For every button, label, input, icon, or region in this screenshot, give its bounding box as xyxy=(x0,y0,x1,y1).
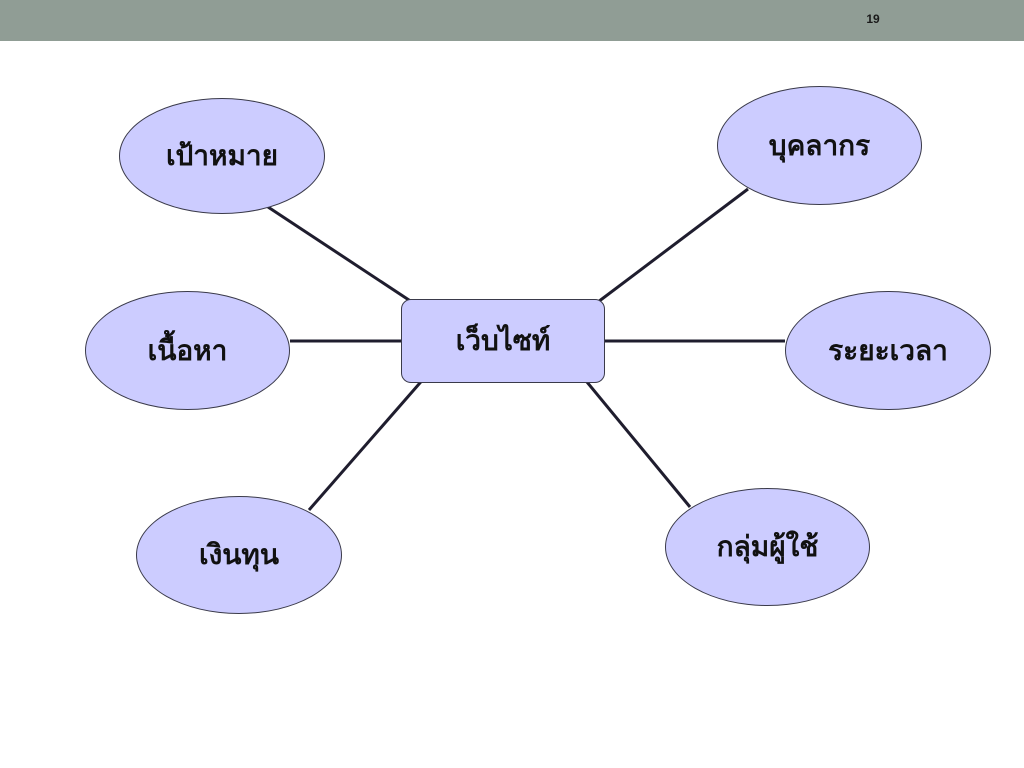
node-staff-label: บุคลากร xyxy=(768,128,871,162)
connector-budget xyxy=(307,375,428,511)
node-goal-label: เป้าหมาย xyxy=(165,139,279,172)
center-node-label: เว็บไซท์ xyxy=(455,324,551,357)
node-content-label: เนื้อหา xyxy=(147,333,228,367)
node-content: เนื้อหา xyxy=(85,291,290,410)
slide-header-bar: 19 xyxy=(0,0,1024,41)
connector-users xyxy=(580,375,692,508)
node-period-label: ระยะเวลา xyxy=(828,333,948,367)
node-period: ระยะเวลา xyxy=(785,291,991,410)
page-number: 19 xyxy=(866,12,880,26)
node-users-label: กลุ่มผู้ใช้ xyxy=(716,530,819,563)
node-goal: เป้าหมาย xyxy=(119,98,325,214)
node-staff: บุคลากร xyxy=(717,86,922,205)
center-node-website: เว็บไซท์ xyxy=(401,299,605,383)
node-users: กลุ่มผู้ใช้ xyxy=(665,488,870,606)
connector-goal xyxy=(267,205,419,308)
node-budget: เงินทุน xyxy=(136,496,342,614)
node-budget-label: เงินทุน xyxy=(199,538,279,571)
connector-staff xyxy=(581,187,749,316)
